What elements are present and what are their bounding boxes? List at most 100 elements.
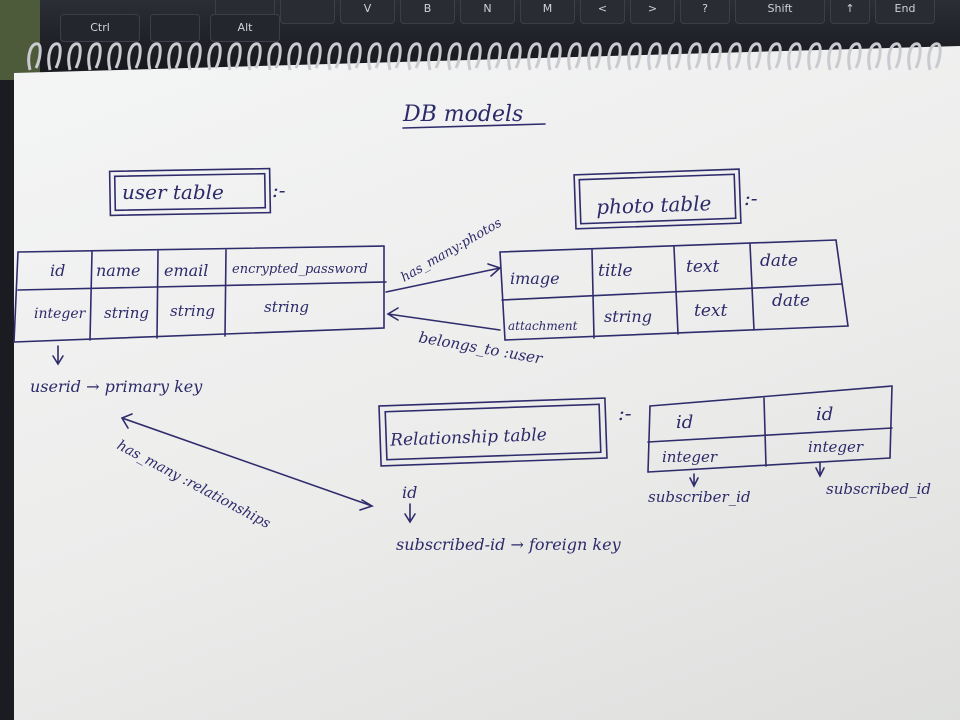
relationship-id-label: id: [402, 483, 417, 502]
key-m: M: [520, 0, 575, 24]
spiral-ring: [167, 42, 182, 71]
spiral-ring: [687, 42, 702, 71]
spiral-binding: [27, 42, 942, 71]
photo-col-image: image: [510, 269, 560, 288]
key: [280, 0, 335, 24]
spiral-ring: [487, 42, 502, 71]
has-many-relationships-arrow: [120, 413, 374, 511]
key-question: ?: [680, 0, 730, 24]
has-many-photos-arrow: [385, 263, 502, 293]
spiral-ring: [867, 42, 882, 71]
photo-table-suffix: :-: [744, 186, 758, 210]
spiral-ring: [647, 42, 662, 71]
user-col-id: id: [50, 261, 65, 280]
photo-type-date: date: [772, 291, 810, 311]
user-table-title-box: [108, 167, 272, 217]
key-alt: Alt: [210, 14, 280, 42]
rel-type-2: integer: [808, 438, 864, 456]
user-type-name: string: [104, 304, 149, 322]
notebook-page: [14, 46, 960, 720]
spiral-ring: [267, 42, 282, 71]
user-type-password: string: [264, 298, 309, 316]
spiral-ring: [567, 42, 582, 71]
subscriber-id-label: subscriber_id: [648, 488, 751, 506]
spiral-ring: [787, 42, 802, 71]
rel-type-1: integer: [662, 448, 718, 466]
user-col-email: email: [164, 261, 208, 280]
user-col-name: name: [96, 261, 140, 280]
spiral-ring: [667, 42, 682, 71]
spiral-ring: [607, 42, 622, 71]
photo-col-date: date: [760, 251, 798, 271]
spiral-ring: [47, 42, 62, 71]
key-less: <: [580, 0, 625, 24]
key-v: V: [340, 0, 395, 24]
photo-table-grid: [499, 239, 849, 341]
spiral-ring: [727, 42, 742, 71]
has-many-relationships-label: has_many :relationships: [114, 437, 273, 532]
relationship-table-grid: [647, 385, 893, 473]
spiral-ring: [307, 42, 322, 71]
spiral-ring: [887, 42, 902, 71]
rel-col-id-2: id: [816, 404, 833, 425]
relationship-table-title-box: [378, 397, 608, 467]
spiral-ring: [187, 42, 202, 71]
belongs-to-user-arrow: [386, 307, 501, 331]
spiral-ring: [147, 42, 162, 71]
photo-col-title: title: [598, 261, 633, 281]
key-shift: Shift: [735, 0, 825, 24]
spiral-ring: [327, 42, 342, 71]
rel-col-id-1: id: [676, 412, 693, 433]
spiral-ring: [87, 42, 102, 71]
spiral-ring: [247, 42, 262, 71]
spiral-ring: [807, 42, 822, 71]
spiral-ring: [27, 42, 42, 71]
spiral-ring: [847, 42, 862, 71]
spiral-ring: [367, 42, 382, 71]
spiral-ring: [827, 42, 842, 71]
key-up: ↑: [830, 0, 870, 24]
spiral-ring: [407, 42, 422, 71]
spiral-ring: [907, 42, 922, 71]
spiral-ring: [107, 42, 122, 71]
desk-surface: [0, 0, 40, 80]
spiral-ring: [927, 42, 942, 71]
user-col-password: encrypted_password: [232, 262, 368, 277]
spiral-ring: [467, 42, 482, 71]
spiral-ring: [387, 42, 402, 71]
spiral-ring: [127, 42, 142, 71]
photo-type-image: attachment: [508, 319, 578, 333]
spiral-ring: [427, 42, 442, 71]
user-table-suffix: :-: [272, 178, 286, 202]
spiral-ring: [747, 42, 762, 71]
spiral-ring: [507, 42, 522, 71]
spiral-ring: [627, 42, 642, 71]
photo-table-title: photo table: [596, 191, 712, 219]
spiral-ring: [767, 42, 782, 71]
relationship-table-title: Relationship table: [389, 425, 547, 450]
belongs-to-user-label: belongs_to :user: [417, 328, 544, 368]
key-greater: >: [630, 0, 675, 24]
primary-key-note: userid → primary key: [30, 377, 203, 396]
heading: DB models: [402, 102, 523, 127]
spiral-ring: [227, 42, 242, 71]
spiral-ring: [707, 42, 722, 71]
relationship-table-suffix: :-: [618, 401, 632, 425]
foreign-key-note: subscribed-id → foreign key: [396, 535, 622, 554]
user-table-title: user table: [122, 180, 224, 204]
spiral-ring: [527, 42, 542, 71]
user-table-grid: [13, 245, 387, 343]
key-n: N: [460, 0, 515, 24]
subscribed-id-label: subscribed_id: [826, 480, 931, 498]
key-end: End: [875, 0, 935, 24]
photo-type-text: text: [694, 301, 727, 321]
user-type-id: integer: [34, 306, 87, 322]
spiral-ring: [67, 42, 82, 71]
key: [150, 14, 200, 42]
spiral-ring: [587, 42, 602, 71]
user-type-email: string: [170, 302, 215, 320]
key-ctrl: Ctrl: [60, 14, 140, 42]
photo-type-title: string: [604, 307, 652, 326]
